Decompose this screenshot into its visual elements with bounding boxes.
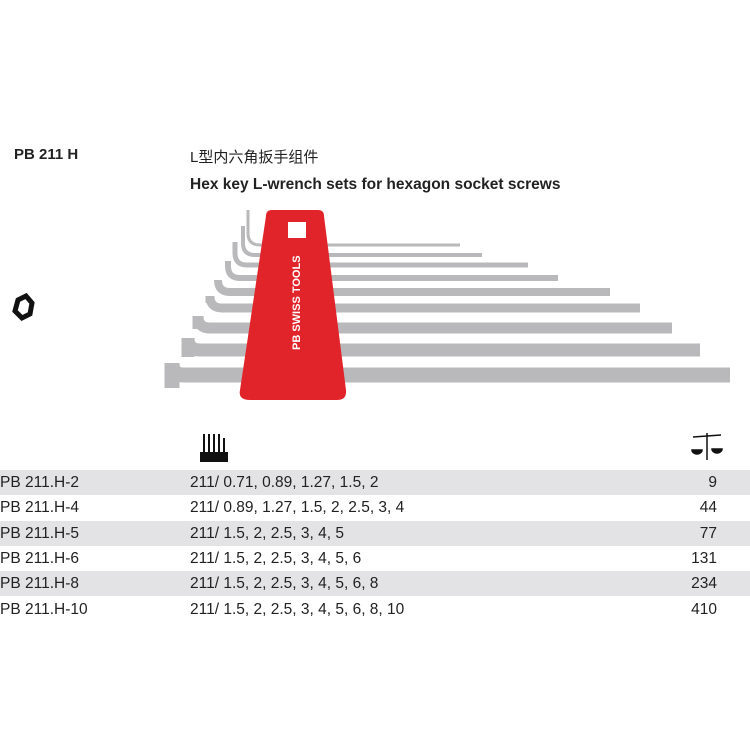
key-sizes: 211/ 0.71, 0.89, 1.27, 1.5, 2	[190, 474, 379, 491]
table-row: PB 211.H-4 211/ 0.89, 1.27, 1.5, 2, 2.5, …	[0, 495, 750, 520]
hex-key	[225, 261, 558, 281]
hex-key	[181, 337, 700, 357]
hex-key	[232, 242, 528, 268]
table-row: PB 211.H-8 211/ 1.5, 2, 2.5, 3, 4, 5, 6, …	[0, 571, 750, 597]
hex-key	[164, 362, 730, 388]
scale-icon	[691, 433, 723, 460]
key-sizes: 211/ 0.89, 1.27, 1.5, 2, 2.5, 3, 4	[190, 499, 405, 517]
weight: 9	[708, 474, 717, 491]
hex-key	[192, 315, 672, 334]
item-code: PB 211.H-5	[0, 524, 79, 542]
product-code: PB 211 H	[14, 146, 79, 163]
weight: 131	[691, 549, 717, 567]
weight: 77	[699, 524, 717, 542]
title-english: Hex key L-wrench sets for hexagon socket…	[190, 176, 561, 193]
svg-text:PB SWISS TOOLS: PB SWISS TOOLS	[291, 255, 303, 350]
item-code: PB 211.H-10	[0, 600, 88, 618]
hex-keys	[164, 210, 730, 388]
table-row: PB 211.H-5 211/ 1.5, 2, 2.5, 3, 4, 5 77	[0, 520, 750, 546]
table-row: PB 211.H-10 211/ 1.5, 2, 2.5, 3, 4, 5, 6,…	[0, 597, 750, 622]
weight: 410	[691, 600, 717, 618]
hexagon-socket-icon	[12, 292, 35, 322]
item-code: PB 211.H-6	[0, 549, 79, 567]
product-image: PB SWISS TOOLS	[12, 210, 730, 400]
table-row: PB 211.H-2 211/ 0.71, 0.89, 1.27, 1.5, 2 9	[0, 470, 750, 495]
key-set-icon	[200, 434, 228, 462]
hex-key	[214, 279, 610, 296]
hex-key	[205, 295, 640, 313]
weight: 44	[699, 499, 717, 517]
key-sizes: 211/ 1.5, 2, 2.5, 3, 4, 5, 6, 8, 10	[190, 600, 405, 618]
hex-key	[241, 226, 482, 257]
title-chinese: L型内六角扳手组件	[190, 149, 319, 166]
key-sizes: 211/ 1.5, 2, 2.5, 3, 4, 5, 6	[190, 549, 362, 567]
key-holder: PB SWISS TOOLS	[239, 210, 347, 400]
hex-key	[246, 210, 460, 247]
table-row: PB 211.H-6 211/ 1.5, 2, 2.5, 3, 4, 5, 6 13…	[0, 546, 750, 571]
item-code: PB 211.H-4	[0, 499, 79, 517]
key-sizes: 211/ 1.5, 2, 2.5, 3, 4, 5	[190, 524, 344, 542]
key-sizes: 211/ 1.5, 2, 2.5, 3, 4, 5, 6, 8	[190, 575, 379, 593]
weight: 234	[691, 575, 717, 593]
item-code: PB 211.H-8	[0, 575, 79, 593]
item-code: PB 211.H-2	[0, 474, 79, 491]
